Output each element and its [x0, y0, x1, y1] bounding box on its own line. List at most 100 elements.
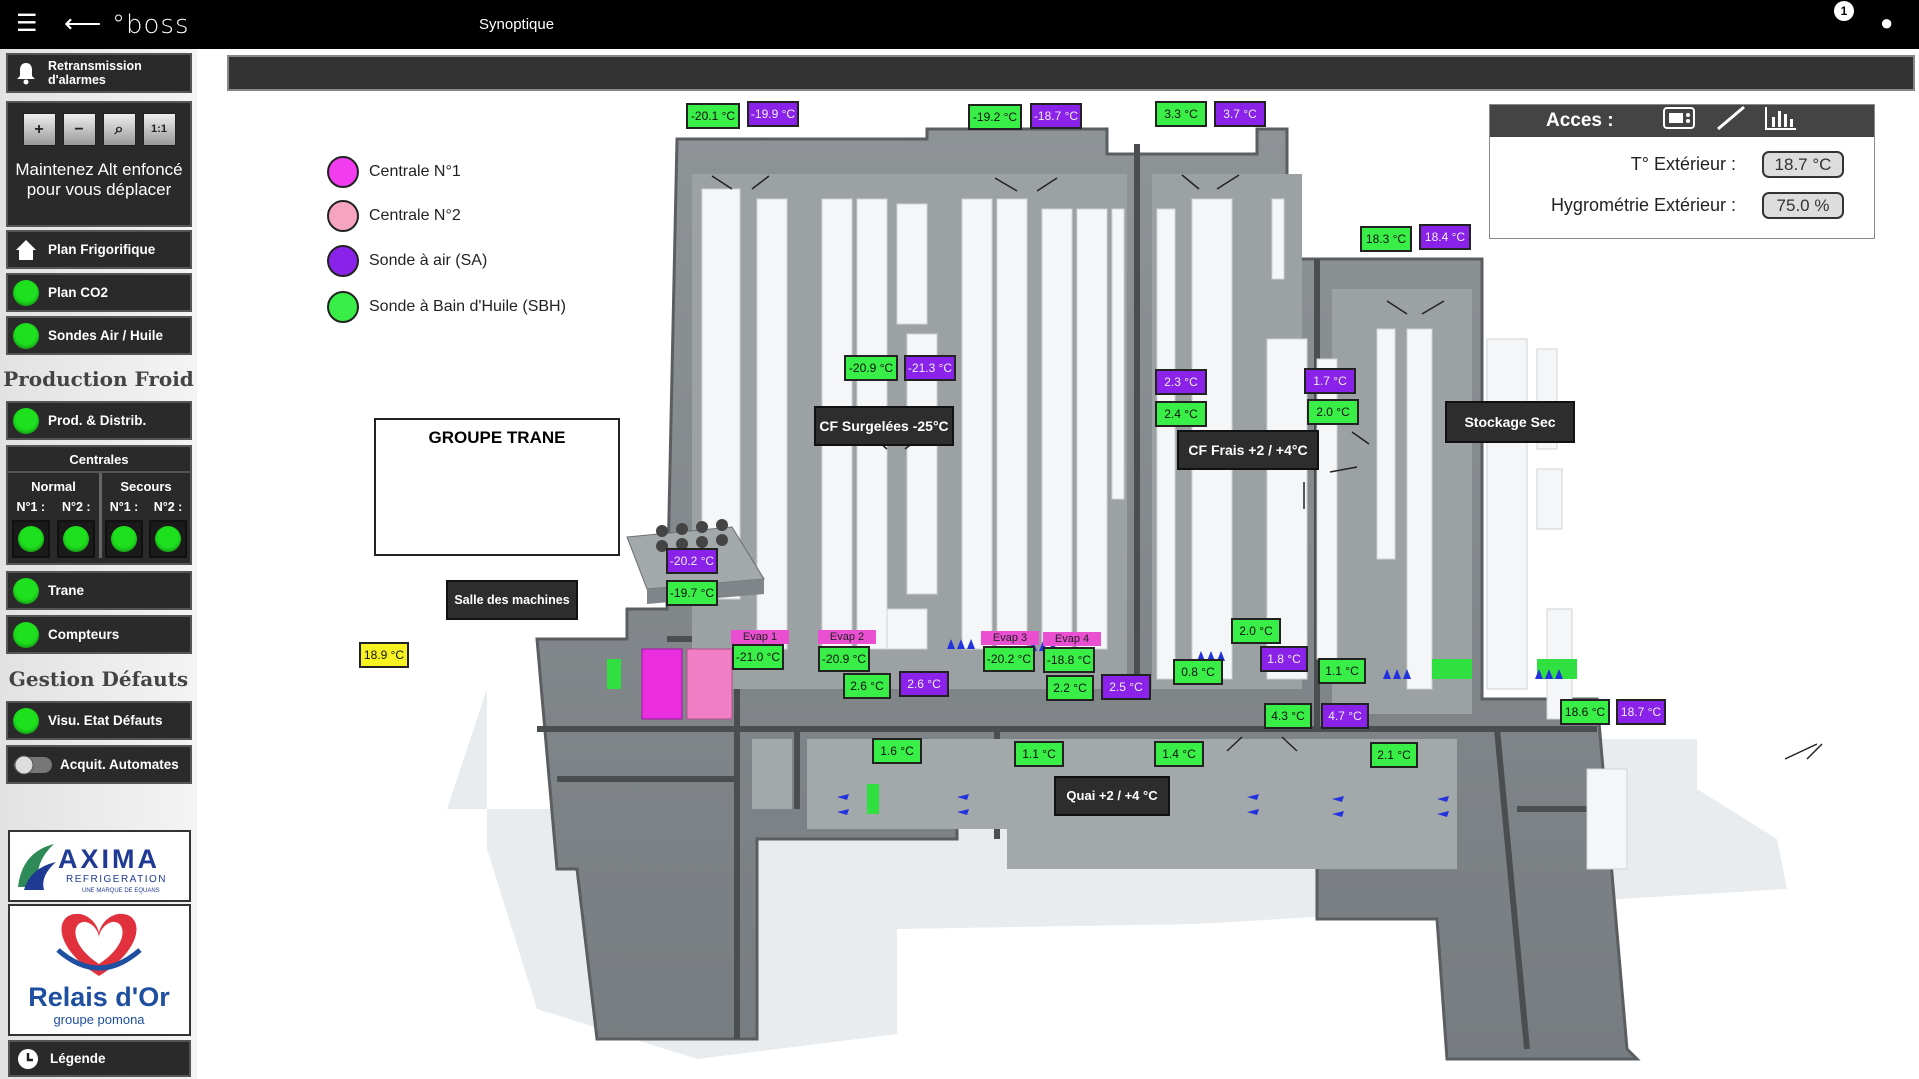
n1-label: N°1 :: [109, 500, 139, 514]
back-arrow-icon[interactable]: ⟵: [64, 8, 102, 38]
sensor-tag[interactable]: 1.4 °C: [1154, 741, 1204, 767]
axima-refrigeration: REFRIGERATION: [66, 874, 167, 885]
page-title: Synoptique: [479, 16, 555, 33]
zoom-out-icon[interactable]: −: [62, 113, 96, 146]
zone-quai[interactable]: Quai +2 / +4 °C: [1054, 776, 1170, 816]
plan-frigorifique-label: Plan Frigorifique: [48, 242, 156, 257]
sensor-tag[interactable]: 1.7 °C: [1304, 368, 1356, 394]
axima-wordmark: AXIMA: [58, 844, 160, 874]
sensor-tag[interactable]: 2.6 °C: [899, 671, 949, 697]
visu-defauts-button[interactable]: Visu. Etat Défauts: [6, 701, 192, 740]
plan-co2-button[interactable]: Plan CO2: [6, 273, 192, 312]
plan-frigorifique-button[interactable]: Plan Frigorifique: [6, 230, 192, 269]
legende-button[interactable]: Légende: [8, 1040, 191, 1077]
sensor-tag[interactable]: 2.3 °C: [1155, 369, 1207, 395]
sensor-tag[interactable]: -19.9 °C: [747, 101, 799, 127]
prod-distrib-button[interactable]: Prod. & Distrib.: [6, 401, 192, 440]
n2-label: N°2 :: [61, 500, 91, 514]
relais-dor-subtitle: groupe pomona: [53, 1012, 145, 1027]
sensor-tag[interactable]: -19.7 °C: [666, 580, 718, 606]
centrale-secours-1[interactable]: [105, 520, 143, 558]
home-icon: [12, 236, 40, 264]
alarms-button[interactable]: Retransmission d'alarmes: [6, 53, 192, 93]
centrale-normal-2[interactable]: [57, 520, 96, 558]
sensor-tag[interactable]: -21.3 °C: [904, 355, 956, 381]
device-icon[interactable]: [1662, 106, 1696, 136]
sensor-tag[interactable]: 1.1 °C: [1014, 741, 1064, 767]
sensor-tag[interactable]: -20.1 °C: [686, 103, 740, 129]
sensor-tag[interactable]: -20.9 °C: [818, 646, 870, 672]
top-bar: ☰ ⟵ °boss Synoptique 1 ●: [0, 0, 1919, 49]
sensor-tag[interactable]: -20.2 °C: [983, 646, 1035, 672]
status-dot: [13, 621, 39, 648]
sensor-tag[interactable]: 18.4 °C: [1419, 224, 1471, 250]
sensor-tag[interactable]: 18.9 °C: [359, 642, 409, 668]
sensor-tag[interactable]: -20.2 °C: [666, 548, 718, 574]
zone-cf-surgelees[interactable]: CF Surgelées -25°C: [814, 406, 954, 446]
sensor-tag[interactable]: -21.0 °C: [732, 644, 784, 670]
gestion-heading: Gestion Défauts: [8, 667, 189, 691]
acquit-automates-button[interactable]: Acquit. Automates: [6, 745, 192, 784]
sensor-tag[interactable]: 2.2 °C: [1046, 675, 1094, 701]
sensor-tag[interactable]: 0.8 °C: [1173, 659, 1223, 685]
temp-ext-value: 18.7 °C: [1762, 151, 1844, 178]
legend-dot: [327, 200, 359, 232]
trane-button[interactable]: Trane: [6, 571, 192, 610]
zoom-fit-icon[interactable]: ⌕: [102, 113, 136, 146]
bar-chart-icon[interactable]: [1764, 105, 1798, 137]
zone-stockage-sec[interactable]: Stockage Sec: [1445, 401, 1575, 443]
notification-badge[interactable]: 1: [1834, 1, 1854, 21]
clock-icon: [14, 1045, 42, 1073]
relais-dor-wordmark: Relais d'Or: [28, 982, 170, 1012]
centrale-secours-2[interactable]: [149, 520, 187, 558]
header-bar: [227, 55, 1915, 91]
groupe-trane-title: GROUPE TRANE: [428, 428, 566, 447]
sensor-tag[interactable]: 4.7 °C: [1321, 703, 1369, 729]
status-dot: [13, 577, 39, 604]
sensor-tag[interactable]: 1.6 °C: [872, 738, 922, 764]
axima-tagline: UNE MARQUE DE EQUANS: [82, 888, 160, 894]
legend-label: Centrale N°2: [369, 207, 461, 224]
zoom-reset-icon[interactable]: 1:1: [142, 113, 176, 146]
sensor-tag[interactable]: 3.7 °C: [1214, 101, 1266, 127]
toggle-switch[interactable]: [12, 751, 54, 779]
sensor-tag[interactable]: 18.6 °C: [1560, 699, 1610, 725]
zone-cf-frais[interactable]: CF Frais +2 / +4°C: [1177, 430, 1319, 470]
sensor-tag[interactable]: 2.0 °C: [1231, 618, 1281, 644]
sensor-tag[interactable]: -19.2 °C: [968, 104, 1022, 130]
sensor-tag[interactable]: 2.1 °C: [1370, 742, 1418, 768]
sensor-tag[interactable]: -18.7 °C: [1030, 103, 1082, 129]
sensor-tag[interactable]: 4.3 °C: [1264, 703, 1312, 729]
menu-icon[interactable]: ☰: [16, 10, 38, 37]
evap-label: Evap 2: [818, 630, 876, 644]
relais-dor-logo: Relais d'Or groupe pomona: [8, 904, 191, 1036]
sensor-tag[interactable]: -20.9 °C: [844, 355, 898, 381]
legend-dot: [327, 156, 359, 188]
legend-dot: [327, 291, 359, 323]
legend-item-sonde-air: Sonde à air (SA): [327, 245, 487, 277]
trane-label: Trane: [48, 583, 85, 598]
zoom-in-icon[interactable]: +: [22, 113, 56, 146]
sensor-tag[interactable]: -18.8 °C: [1043, 647, 1095, 673]
sondes-button[interactable]: Sondes Air / Huile: [6, 316, 192, 355]
evap-label: Evap 1: [731, 630, 789, 644]
sensor-tag[interactable]: 2.5 °C: [1101, 674, 1151, 700]
compteurs-button[interactable]: Compteurs: [6, 615, 192, 654]
sensor-tag[interactable]: 3.3 °C: [1155, 101, 1207, 127]
sensor-tag[interactable]: 2.0 °C: [1307, 399, 1359, 425]
sensor-tag[interactable]: 18.7 °C: [1616, 699, 1666, 725]
sensor-tag[interactable]: 1.8 °C: [1260, 646, 1308, 672]
main-area: Centrale N°1 Centrale N°2 Sonde à air (S…: [197, 49, 1919, 1079]
legend-label: Centrale N°1: [369, 163, 461, 180]
centrale-normal-1[interactable]: [11, 520, 50, 558]
groupe-trane-panel[interactable]: GROUPE TRANE: [374, 418, 620, 556]
sensor-tag[interactable]: 2.4 °C: [1155, 401, 1207, 427]
trend-line-icon[interactable]: [1716, 105, 1746, 137]
sensor-tag[interactable]: 2.6 °C: [843, 673, 891, 699]
user-icon[interactable]: ●: [1880, 10, 1894, 35]
plan-co2-label: Plan CO2: [48, 285, 109, 300]
sensor-tag[interactable]: 1.1 °C: [1318, 658, 1366, 684]
sensor-tag[interactable]: 18.3 °C: [1360, 226, 1412, 252]
zone-salle-machines[interactable]: Salle des machines: [446, 580, 578, 620]
legend-label: Sonde à Bain d'Huile (SBH): [369, 298, 566, 315]
